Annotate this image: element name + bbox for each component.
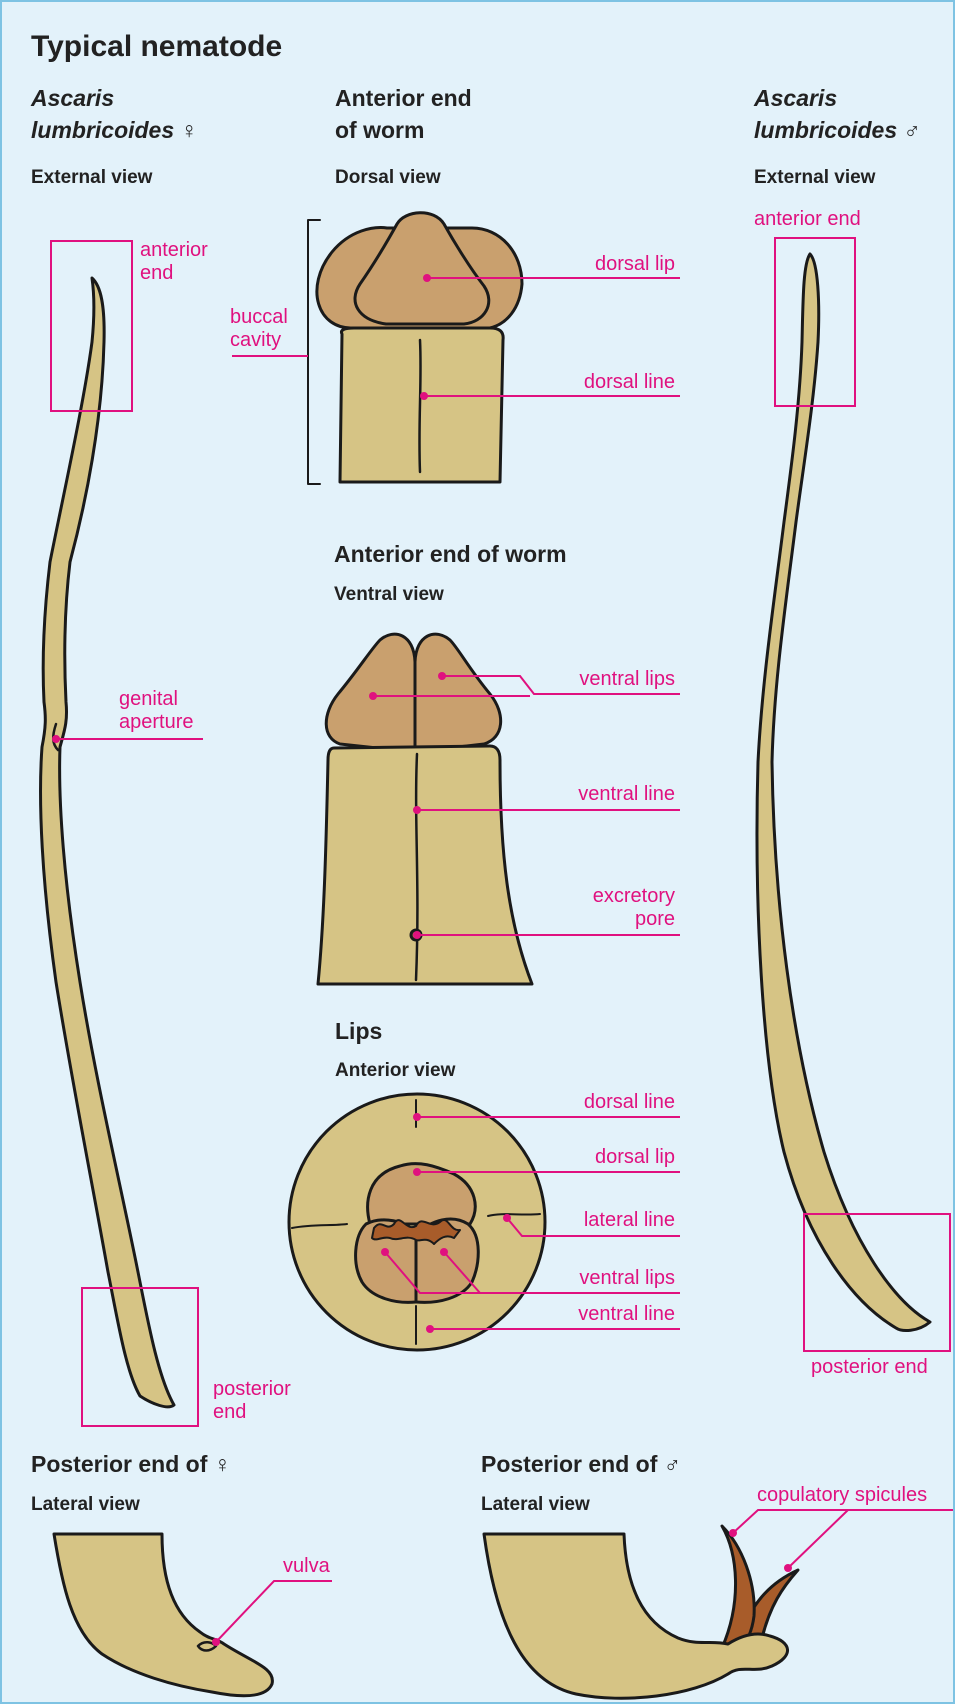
male-species-line2: lumbricoides ♂: [754, 114, 921, 146]
lips-view: Anterior view: [335, 1060, 455, 1082]
lips-dorsal-line-label: dorsal line: [584, 1091, 675, 1114]
male-species-line1: Ascaris: [754, 82, 837, 114]
dorsal-line-label: dorsal line: [584, 371, 675, 394]
post-female-title: Posterior end of ♀: [31, 1448, 231, 1480]
lips-lateral-line-label: lateral line: [584, 1209, 675, 1232]
male-anterior-end-label: anterior end: [754, 208, 861, 231]
male-posterior-end-label: posterior end: [811, 1356, 928, 1379]
male-worm-body: [757, 254, 930, 1330]
dorsal-view: Dorsal view: [335, 167, 441, 189]
male-view: External view: [754, 167, 875, 189]
lips-dorsal-lip-label: dorsal lip: [595, 1146, 675, 1169]
post-male-view: Lateral view: [481, 1494, 590, 1516]
female-worm-body: [41, 278, 174, 1407]
post-female-view: Lateral view: [31, 1494, 140, 1516]
buccal-cavity-bracket: [308, 220, 320, 484]
male-spicule-front: [722, 1526, 754, 1652]
post-female-symbol: ♀: [214, 1451, 231, 1477]
dorsal-title-line1: Anterior end: [335, 82, 472, 114]
lips-title: Lips: [335, 1015, 382, 1047]
ventral-lips-label: ventral lips: [579, 668, 675, 691]
ventral-title: Anterior end of worm: [334, 538, 567, 570]
lips-ventral-lips-label: ventral lips: [579, 1267, 675, 1290]
female-species-line1: Ascaris: [31, 82, 114, 114]
female-view: External view: [31, 167, 152, 189]
male-symbol: ♂: [904, 117, 921, 143]
ventral-view: Ventral view: [334, 584, 444, 606]
lips-ventral-line-label: ventral line: [578, 1303, 675, 1326]
ventral-lip-right: [415, 634, 501, 752]
page-title: Typical nematode: [31, 30, 282, 64]
ventral-line-shape: [416, 754, 417, 980]
female-symbol: ♀: [181, 117, 198, 143]
dorsal-line-shape: [419, 340, 420, 472]
female-species-line2: lumbricoides ♀: [31, 114, 198, 146]
copulatory-spicules-label: copulatory spicules: [757, 1484, 927, 1507]
female-posterior-shape: [54, 1534, 272, 1696]
vulva-label: vulva: [283, 1555, 330, 1578]
ventral-body: [318, 746, 532, 984]
dorsal-title-line2: of worm: [335, 114, 424, 146]
dorsal-lip-label: dorsal lip: [595, 253, 675, 276]
ventral-line-label: ventral line: [578, 783, 675, 806]
post-male-symbol: ♂: [664, 1451, 681, 1477]
post-male-title: Posterior end of ♂: [481, 1448, 681, 1480]
